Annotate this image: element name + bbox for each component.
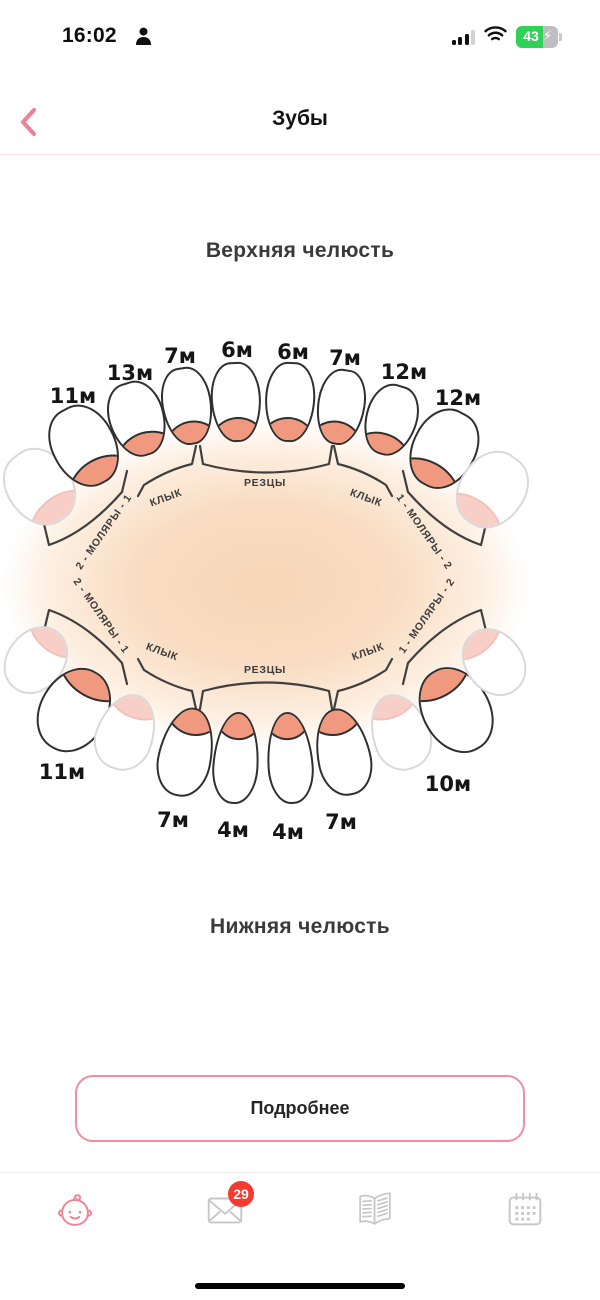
unread-badge: 29 [228, 1181, 254, 1207]
baby-icon [52, 1187, 98, 1233]
bracket-canine-upper-right [332, 444, 394, 498]
gum [209, 710, 263, 743]
lower-jaw-heading: Нижняя челюсть [210, 915, 390, 938]
tooth-age-label: 4м [272, 820, 304, 844]
battery-cap [559, 33, 562, 41]
group-brackets [42, 444, 488, 711]
tooth-age-label: 7м [164, 344, 196, 368]
tooth-age-label: 7м [329, 346, 361, 370]
status-bar: 16:02 43 ⚡ [0, 18, 600, 58]
tab-calendar[interactable] [450, 1173, 600, 1300]
tab-baby[interactable] [0, 1173, 150, 1300]
bracket-molars-lower-right [401, 608, 488, 686]
battery-fill [516, 26, 543, 48]
bracket-molars-upper-left [42, 469, 129, 547]
bracket-incisors-upper [198, 444, 334, 474]
group-label-incisors-lower: РЕЗЦЫ [243, 664, 287, 676]
tooth-age-label: 7м [157, 808, 189, 832]
gum [262, 415, 318, 444]
tooth-age-label: 4м [217, 818, 249, 842]
chevron-left-icon [19, 107, 37, 140]
clock: 16:02 [62, 24, 117, 47]
charging-bolt-icon: ⚡ [543, 28, 553, 43]
bracket-incisors-lower [198, 681, 334, 711]
tab-messages[interactable]: 29 [150, 1173, 300, 1300]
tooth-age-label: 10м [424, 772, 472, 796]
home-indicator[interactable] [195, 1283, 405, 1289]
tooth-upper-central-incisor-right [262, 360, 318, 444]
wifi-icon [484, 26, 507, 48]
bracket-canine-lower-right [332, 657, 394, 711]
tooth-age-label: 11м [38, 760, 86, 784]
tooth-age-label: 6м [221, 338, 253, 362]
tooth-age-label: 12м [380, 360, 428, 384]
teeth-diagram: 11м 13м 7м 6м 6м 7м 12м 12м 2 - МОЛЯРЫ -… [0, 300, 600, 860]
status-icons: 43 ⚡ [451, 26, 563, 48]
details-button[interactable]: Подробнее [75, 1075, 525, 1142]
tab-bar: 29 [0, 1172, 600, 1300]
book-icon [352, 1187, 398, 1233]
calendar-icon [502, 1187, 548, 1233]
page-title: Зубы [272, 107, 328, 130]
tooth-age-label: 7м [325, 810, 357, 834]
battery-percent: 43 [523, 28, 539, 44]
group-label-incisors-upper: РЕЗЦЫ [243, 477, 287, 489]
tooth-age-label: 13м [106, 361, 154, 385]
tooth-age-label: 11м [49, 384, 97, 408]
person-icon [135, 27, 152, 51]
back-button[interactable] [8, 101, 48, 145]
mail-icon: 29 [202, 1181, 254, 1233]
tooth-age-label: 6м [277, 340, 309, 364]
bracket-molars-upper-right [401, 469, 488, 547]
tooth-age-label: 12м [434, 386, 482, 410]
battery-icon: 43 ⚡ [516, 26, 562, 48]
tab-journal[interactable] [300, 1173, 450, 1300]
bracket-canine-lower-left [136, 657, 198, 711]
bracket-canine-upper-left [136, 444, 198, 498]
cellular-signal-icon [451, 29, 475, 45]
nav-header: Зубы [0, 95, 600, 155]
upper-jaw-heading: Верхняя челюсть [205, 239, 395, 262]
bracket-molars-lower-left [42, 608, 129, 686]
